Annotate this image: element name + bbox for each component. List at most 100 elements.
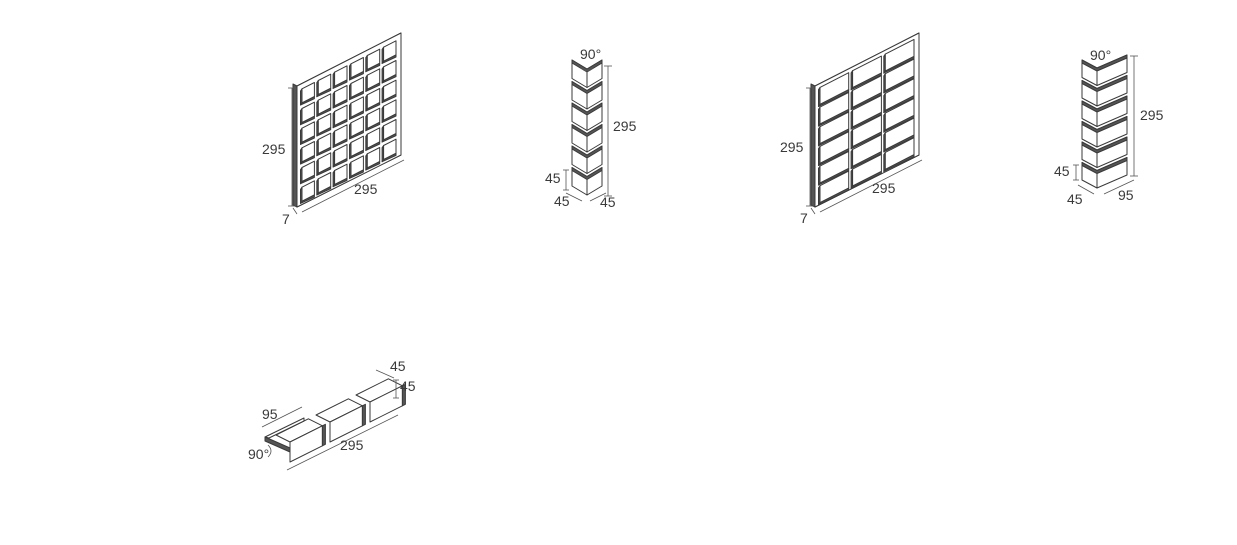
tile [366,147,381,169]
tile [852,75,882,108]
width-label: 95 [262,406,278,422]
tile [317,73,332,95]
height-label: 295 [613,118,637,134]
tile [819,91,850,125]
tile [366,68,381,90]
tile [819,72,850,105]
tile [383,79,397,101]
height-label: 295 [262,141,286,157]
tile [301,141,315,163]
tile [852,114,882,148]
angle-label: 90° [580,46,601,62]
tile [852,134,882,167]
angle-arc [1089,65,1105,70]
tile [317,132,332,154]
trim-unit-joint [361,403,366,427]
right-depth-label: 45 [600,194,616,210]
tile [819,111,850,145]
tile [350,155,364,177]
width-label: 295 [354,181,378,197]
tile [350,76,364,98]
tile [317,172,332,194]
tile [334,85,348,107]
corner-unit-top-edge [1081,75,1128,92]
length-label: 295 [340,437,364,453]
corner-unit-top-edge [571,102,603,116]
corner-unit-top-edge [571,81,603,94]
trim-units [275,378,406,463]
trim-unit-joint [401,383,406,407]
tile [301,160,315,182]
thickness-label: 7 [282,211,290,227]
brick-corner-piece: 90° 295 45 45 95 [1054,47,1164,207]
tile [383,40,397,62]
tile [884,38,915,72]
tile [301,121,315,143]
tile [852,94,882,128]
unit-height-label: 45 [1054,163,1070,179]
tile-grid [300,40,397,204]
corner-unit-top-edge [571,145,603,159]
width-dimension-line [301,159,405,213]
tile [317,113,332,135]
tile [301,101,315,123]
right-depth-label: 95 [1118,187,1134,203]
tile [383,119,397,141]
tile [884,137,915,170]
corner-unit-top-edge [1081,54,1128,72]
corner-unit-top-edge [571,124,603,137]
corner-unit-top-edge [571,167,603,180]
tile [350,57,364,79]
tile [334,163,348,185]
square-corner-piece: 90° 295 45 45 45 [545,46,637,210]
tile [350,116,364,138]
width-label: 295 [872,180,896,196]
corner-unit-top-edge [1081,136,1128,154]
tile [819,170,850,204]
tile [819,131,850,164]
corner-units [1081,54,1128,189]
edge-trim-piece: 45 45 95 90° 295 [248,358,416,471]
corner-units [571,59,603,196]
tile [884,58,915,92]
tile [383,60,397,82]
trim-lip [264,436,291,453]
brick-mosaic-sheet: 295 295 7 [780,32,923,226]
side-height-label: 45 [400,378,416,394]
height-label: 295 [780,139,804,155]
tile [366,88,381,110]
tile [334,124,348,146]
tile [383,99,397,121]
tile [366,48,381,70]
height-label: 295 [1140,107,1164,123]
corner-unit-top-edge [571,59,603,73]
tile [317,93,332,115]
tile [884,97,915,131]
tile [819,150,850,184]
angle-label: 90° [1090,47,1111,63]
angle-arc [267,444,272,458]
tile [301,180,315,202]
tile [366,127,381,149]
top-depth-label: 45 [390,358,406,374]
tile [852,55,882,89]
square-mosaic-sheet: 295 295 7 [262,32,405,227]
trim-unit-joint [321,423,326,447]
tile [884,117,915,151]
tile [301,82,315,104]
tile [317,152,332,174]
tile [334,104,348,126]
tile [334,65,348,87]
length-dimension-line [286,414,399,471]
tile [366,107,381,129]
left-depth-label: 45 [1067,191,1083,207]
thickness-label: 7 [800,210,808,226]
width-dimension-line [819,159,923,213]
brick-grid [818,38,915,206]
corner-unit-top-edge [1081,157,1128,174]
angle-label: 90° [248,446,269,462]
left-depth-label: 45 [554,193,570,209]
trim-lip-top [264,417,305,439]
angle-arc [580,67,594,72]
